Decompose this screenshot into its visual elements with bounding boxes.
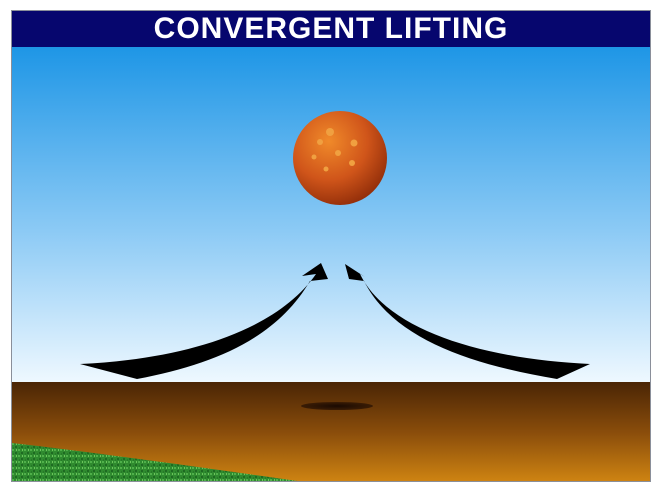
diagram-frame: CONVERGENT LIFTING	[11, 10, 651, 482]
shadow-ellipse	[301, 402, 373, 410]
air-parcel-ball	[293, 111, 387, 205]
diagram-title: CONVERGENT LIFTING	[154, 12, 509, 46]
scene-illustration	[12, 47, 651, 482]
title-bar: CONVERGENT LIFTING	[12, 11, 650, 47]
sky	[12, 47, 651, 382]
scene	[12, 47, 650, 482]
